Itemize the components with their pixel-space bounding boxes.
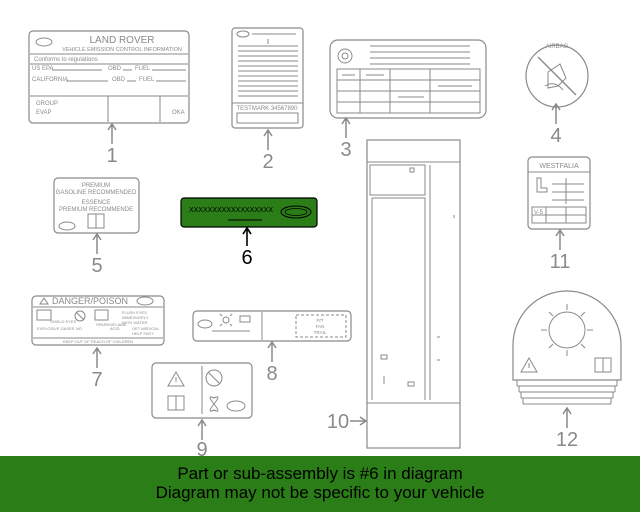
label-8-cooling[interactable]: P/T FAN TRAIL [192, 310, 352, 342]
label-6-code: XXXXXXXXXXXXXXXXXX [189, 207, 273, 214]
label-7-col4: SPARKS/FLAME [96, 322, 127, 327]
label-1-obd-b: OBD [112, 77, 126, 83]
callout-12: 12 [556, 406, 578, 451]
label-1-fuel-b: FUEL [139, 77, 155, 83]
callout-8-number: 8 [266, 363, 277, 385]
fan-icon [209, 396, 219, 412]
callout-2-number: 2 [262, 151, 273, 173]
label-1-code: OKA [172, 110, 185, 116]
banner-line-1: Part or sub-assembly is #6 in diagram [177, 464, 463, 483]
callout-9: 9 [196, 418, 208, 456]
callout-7-number: 7 [91, 369, 102, 391]
label-3-spec-table[interactable] [329, 39, 487, 119]
label-8-row2: FAN [316, 324, 325, 329]
label-11-westfalia[interactable]: WESTFALIA V-5 [527, 156, 591, 230]
label-7-col7: WITH WATER [122, 320, 147, 325]
label-7-col3: NO [76, 326, 82, 331]
label-7-col1: SHIELD EYES [50, 319, 77, 324]
label-7-col9: GET MEDICAL [132, 326, 160, 331]
callout-6-number: 6 [241, 247, 252, 269]
item-10-door-pillar[interactable] [366, 139, 461, 449]
land-rover-logo-icon [280, 205, 312, 219]
callout-1: 1 [106, 122, 118, 167]
callout-11: 11 [550, 228, 571, 273]
labels-diagram: LAND ROVER VEHICLE EMISSION CONTROL INFO… [28, 27, 622, 456]
label-7-battery-danger[interactable]: DANGER/POISON SHIELD EYES EXPLOSIVE GASE… [31, 295, 165, 346]
callout-4: 4 [550, 102, 562, 147]
callout-8: 8 [266, 340, 278, 385]
callout-3-number: 3 [340, 139, 351, 161]
label-7-col10: HELP FAST [132, 331, 154, 336]
label-4-airbag-text: AIRBAG [546, 44, 569, 50]
label-1-conform: Conforms to regulations [34, 57, 98, 63]
label-7-col6: IMMEDIATELY [122, 315, 149, 320]
callout-2: 2 [262, 128, 274, 173]
label-11-title: WESTFALIA [539, 163, 579, 170]
label-1-us-epa: US EPA [32, 66, 54, 72]
label-5-line1: PREMIUM [82, 183, 110, 189]
label-1-evap: EVAP [36, 110, 52, 116]
label-7-title: DANGER/POISON [52, 296, 128, 306]
label-12-cap[interactable] [512, 290, 622, 405]
label-5-line2: GASOLINE RECOMMENDED [56, 190, 137, 196]
label-2-testmark[interactable]: TESTMARK 34567890 [231, 27, 304, 129]
label-5-line3: ESSENCE [82, 200, 111, 206]
label-1-emission[interactable]: LAND ROVER VEHICLE EMISSION CONTROL INFO… [28, 30, 190, 124]
callout-10: 10 [327, 411, 368, 433]
label-6-highlighted[interactable]: XXXXXXXXXXXXXXXXXX [180, 197, 318, 228]
label-1-california: CALIFORNIA [32, 77, 68, 83]
label-9-warning[interactable] [151, 362, 253, 419]
part-info-banner: Part or sub-assembly is #6 in diagram Di… [0, 456, 640, 512]
label-5-fuel[interactable]: PREMIUM GASOLINE RECOMMENDED ESSENCE PRE… [53, 177, 140, 234]
callout-6: 6 [241, 226, 253, 269]
label-1-group: GROUP [36, 101, 58, 107]
callout-4-number: 4 [550, 125, 561, 147]
label-1-obd-a: OBD [108, 66, 122, 72]
label-2-testmark-text: TESTMARK 34567890 [236, 106, 298, 112]
callout-9-number: 9 [196, 439, 207, 456]
label-5-line4: PREMIUM RECOMMENDE [59, 207, 133, 213]
callout-5: 5 [91, 232, 103, 277]
callout-5-number: 5 [91, 255, 102, 277]
label-7-col8: ACID [110, 326, 120, 331]
callout-3: 3 [340, 116, 352, 161]
label-1-fuel-a: FUEL [135, 66, 151, 72]
label-1-title: LAND ROVER [89, 35, 154, 46]
label-7-col2: EXPLOSIVE GASES [37, 326, 75, 331]
label-11-code: V-5 [534, 210, 544, 216]
label-7-footer: KEEP OUT OF REACH OF CHILDREN [63, 339, 133, 344]
callout-7: 7 [91, 346, 103, 391]
label-7-col5: FLUSH EYES [122, 310, 147, 315]
label-8-row3: TRAIL [314, 330, 327, 335]
callout-1-number: 1 [106, 145, 117, 167]
label-4-airbag[interactable]: AIRBAG [525, 44, 589, 108]
label-6-plate[interactable] [180, 197, 318, 228]
callout-11-number: 11 [550, 251, 571, 273]
label-8-row1: P/T [316, 318, 323, 323]
banner-line-2: Diagram may not be specific to your vehi… [155, 483, 485, 502]
label-1-subtitle: VEHICLE EMISSION CONTROL INFORMATION [62, 47, 182, 53]
callout-12-number: 12 [556, 429, 578, 451]
callout-10-number: 10 [327, 411, 349, 433]
